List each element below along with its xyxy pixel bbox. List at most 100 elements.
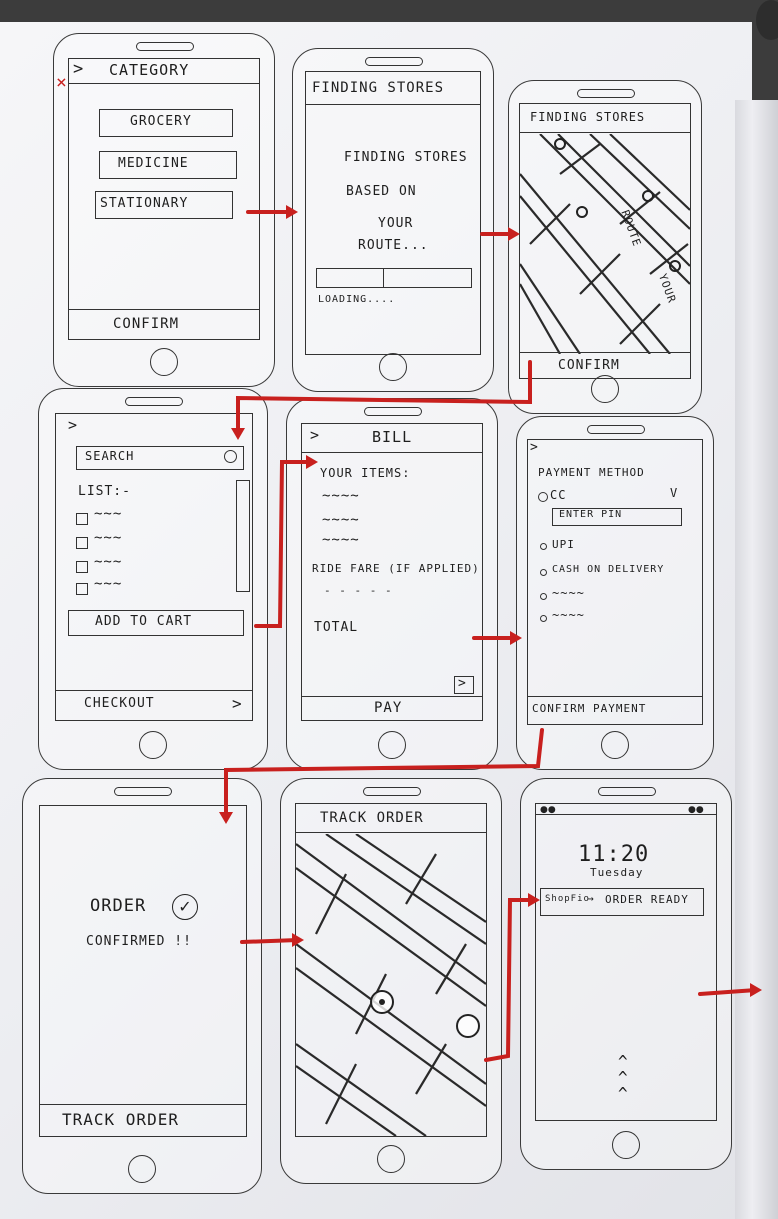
search-input[interactable]: SEARCH [76,446,244,470]
swipe-up-icon[interactable]: ^ [618,1084,629,1103]
checkout-arrow-icon[interactable]: > [232,694,243,713]
item-label: ~~~ [94,576,123,592]
back-button[interactable]: > [530,440,539,455]
page-title: PAYMENT METHOD [538,466,645,479]
store-pin-icon[interactable] [642,190,654,202]
store-map [520,134,690,354]
back-button[interactable]: > [68,416,79,434]
list-item[interactable]: ~~~ [76,506,121,529]
add-to-cart-label: ADD TO CART [95,614,193,629]
list-item[interactable]: ~~~ [76,576,121,599]
home-button[interactable] [379,353,407,381]
store-pin-icon[interactable] [576,206,588,218]
page-title: TRACK ORDER [320,810,424,826]
item-label: ~~~ [94,530,123,546]
grocery-label: GROCERY [130,114,192,129]
phone-shopping-list: > SEARCH LIST:- ~~~ ~~~ ~~~ ~~~ ADD TO C… [38,388,268,770]
your-items-label: YOUR ITEMS: [320,466,411,480]
phone-lock-screen: ●● ●● 11:20 Tuesday ShopFio → ORDER READ… [520,778,732,1170]
home-button[interactable] [601,731,629,759]
phone-speaker [125,397,183,406]
background-object [756,0,778,40]
phone-track-order: TRACK ORDER [280,778,502,1184]
confirmation-screen: ORDER ✓ CONFIRMED !! TRACK ORDER [39,805,247,1137]
status-text-1: FINDING STORES [344,150,468,165]
notification-text: ORDER READY [605,893,689,906]
flow-arrow [484,898,536,1062]
search-icon[interactable] [224,450,237,463]
payment-screen: > PAYMENT METHOD CC V ENTER PIN UPI CASH… [527,439,703,725]
confirm-button[interactable]: CONFIRM [558,358,620,373]
flow-arrow [254,460,314,628]
clock-time: 11:20 [578,842,650,867]
list-item[interactable]: ~~~ [76,530,121,553]
home-button[interactable] [591,375,619,403]
flow-arrow [236,360,532,436]
phone-speaker [363,787,421,796]
category-medicine-button[interactable]: MEDICINE [99,151,237,179]
status-text-4: ROUTE... [358,238,429,253]
page-title: BILL [372,428,413,446]
ride-fare-dashes: - - - - - [324,584,393,597]
swipe-up-icon[interactable]: ^ [618,1052,629,1071]
home-button[interactable] [378,731,406,759]
phone-speaker [136,42,194,51]
radio-button[interactable] [540,569,547,576]
flow-arrow [224,728,544,820]
radio-button[interactable] [540,615,547,622]
ride-fare-label: RIDE FARE (IF APPLIED) [312,562,480,575]
item-checkbox[interactable] [76,561,88,573]
add-to-cart-button[interactable]: ADD TO CART [68,610,244,636]
radio-button[interactable] [538,492,548,502]
radio-button[interactable] [540,543,547,550]
home-button[interactable] [612,1131,640,1159]
phone-speaker [365,57,423,66]
category-stationary-button[interactable]: STATIONARY [95,191,233,219]
pay-button[interactable]: PAY [374,700,403,716]
home-button[interactable] [139,731,167,759]
total-label: TOTAL [314,620,359,635]
radio-button[interactable] [540,593,547,600]
confirm-button[interactable]: CONFIRM [113,316,180,332]
pin-placeholder: ENTER PIN [559,509,623,520]
confirm-payment-button[interactable]: CONFIRM PAYMENT [532,702,647,715]
home-button[interactable] [377,1145,405,1173]
back-button[interactable]: > [310,426,321,444]
item-checkbox[interactable] [76,583,88,595]
item-checkbox[interactable] [76,513,88,525]
item-label: ~~~ [94,554,123,570]
category-screen: > CATEGORY GROCERY MEDICINE STATIONARY C… [68,58,260,340]
category-grocery-button[interactable]: GROCERY [99,109,233,137]
checkout-button[interactable]: CHECKOUT [84,696,155,711]
store-pin-icon[interactable] [554,138,566,150]
stationary-label: STATIONARY [100,196,189,211]
list-item[interactable]: ~~~ [76,554,121,577]
status-text-2: BASED ON [346,184,417,199]
phone-order-confirmed: ORDER ✓ CONFIRMED !! TRACK ORDER [22,778,262,1194]
item-checkbox[interactable] [76,537,88,549]
arrow-right-icon: → [587,892,595,905]
confirmation-text-1: ORDER [90,896,147,916]
notification-card[interactable]: ShopFio → ORDER READY [540,888,704,916]
store-pin-icon[interactable] [669,260,681,272]
item-line: ~~~~ [322,532,360,548]
next-button[interactable]: > [454,676,474,694]
page-title: FINDING STORES [530,110,646,124]
home-button[interactable] [128,1155,156,1183]
chevron-down-icon[interactable]: V [670,486,679,500]
progress-bar [316,268,472,288]
phone-speaker [114,787,172,796]
home-button[interactable] [150,348,178,376]
confirmation-text-2: CONFIRMED !! [86,934,192,949]
phone-store-map: FINDING STORES ROUTE YOUR CONFIRM [508,80,702,414]
delivery-scooter-icon[interactable] [456,1014,480,1038]
back-button[interactable]: > [73,59,85,79]
pin-input[interactable]: ENTER PIN [552,508,682,526]
list-screen: > SEARCH LIST:- ~~~ ~~~ ~~~ ~~~ ADD TO C… [55,413,253,721]
item-line: ~~~~ [322,512,360,528]
scrollbar[interactable] [236,480,250,592]
tracking-map [296,834,486,1136]
track-order-button[interactable]: TRACK ORDER [62,1110,179,1129]
swipe-up-icon[interactable]: ^ [618,1068,629,1087]
